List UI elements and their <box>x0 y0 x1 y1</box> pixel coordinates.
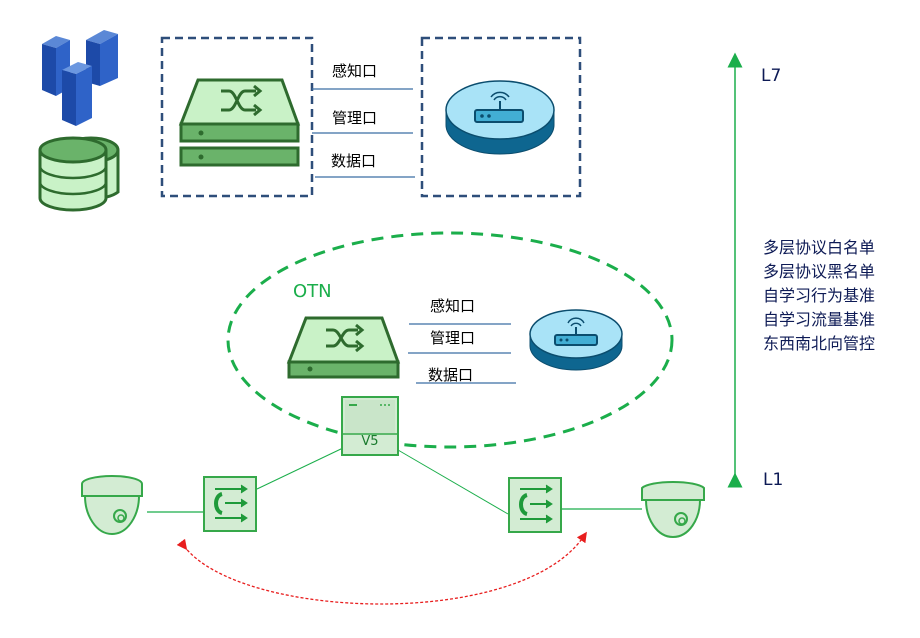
switch-icon <box>178 78 301 167</box>
layer-top-label: L7 <box>761 66 782 86</box>
router-icon <box>445 80 555 155</box>
otn-label: OTN <box>293 281 332 302</box>
switch-group-box <box>160 36 314 198</box>
otn-port-label-manage: 管理口 <box>430 329 476 347</box>
link-line <box>256 447 344 490</box>
rule-item: 东西南北向管控 <box>763 334 876 353</box>
link-line <box>397 449 509 515</box>
layer-bottom-label: L1 <box>763 470 784 490</box>
port-label-data: 数据口 <box>331 152 377 170</box>
camera-icon <box>81 475 143 536</box>
server-icon <box>62 62 92 126</box>
otn-router-icon <box>529 309 623 371</box>
port-label-sense: 感知口 <box>332 62 378 80</box>
server-cluster-icon <box>42 30 118 126</box>
database-icon <box>38 136 120 212</box>
rule-item: 多层协议黑名单 <box>763 262 876 281</box>
security-rules-list: 多层协议白名单 多层协议黑名单 自学习行为基准 自学习流量基准 东西南北向管控 <box>763 236 875 356</box>
gateway-icon <box>203 476 257 532</box>
otn-port-label-sense: 感知口 <box>430 297 476 315</box>
v5-label: V5 <box>361 434 379 449</box>
rule-item: 自学习流量基准 <box>763 310 876 329</box>
camera-communication-arrow <box>176 531 587 605</box>
v5-device-icon <box>341 396 399 456</box>
port-label-manage: 管理口 <box>332 109 378 127</box>
router-group-box <box>420 36 582 198</box>
otn-domain-ellipse <box>226 231 674 449</box>
camera-icon <box>641 480 705 539</box>
otn-switch-icon <box>286 316 401 379</box>
gateway-icon <box>508 477 562 533</box>
rule-item: 多层协议白名单 <box>763 238 876 257</box>
otn-port-label-data: 数据口 <box>428 366 474 384</box>
rule-item: 自学习行为基准 <box>763 286 876 305</box>
